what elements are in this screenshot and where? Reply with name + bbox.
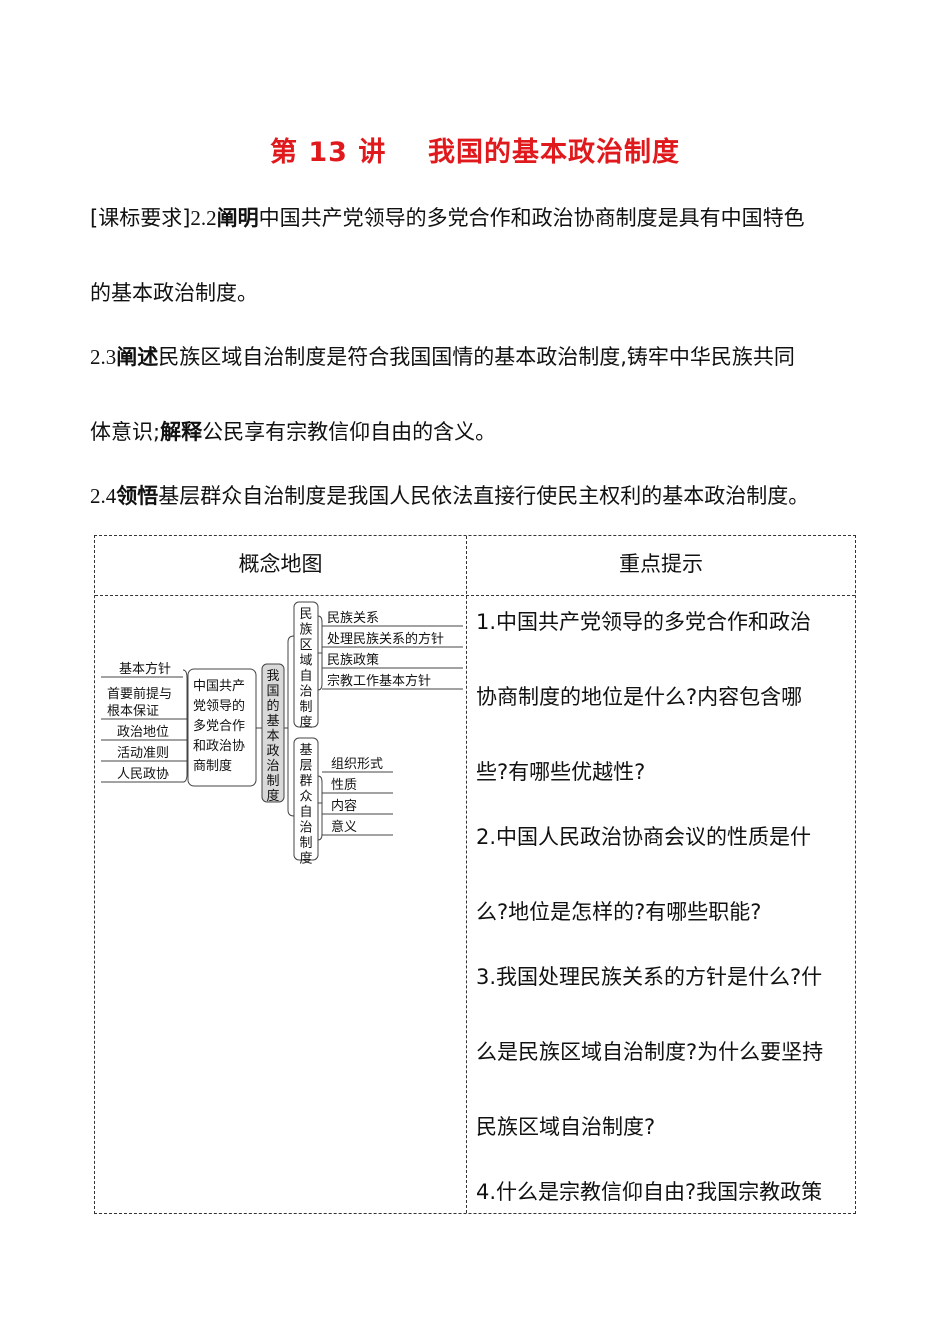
- key-point-line: 3.我国处理民族关系的方针是什么?什: [476, 965, 823, 989]
- map-vertical-glyph: 我: [266, 668, 279, 683]
- key-point-line: 2.中国人民政治协商会议的性质是什: [476, 825, 812, 849]
- map-vertical-glyph: 度: [299, 851, 312, 866]
- map-upper-item-2: 处理民族关系的方针: [327, 631, 444, 646]
- requirement-text: 体意识;: [90, 420, 161, 444]
- map-vertical-glyph: 制: [299, 699, 312, 714]
- requirement-verb: 领悟: [116, 484, 159, 508]
- map-upper-item-3: 民族政策: [327, 652, 379, 667]
- requirement-number: 2.2: [190, 206, 217, 230]
- map-left-branch-line: 多党合作: [193, 718, 245, 733]
- map-vertical-glyph: 治: [266, 758, 279, 773]
- map-vertical-glyph: 民: [299, 606, 312, 621]
- requirement-text: 民族区域自治制度是符合我国国情的基本政治制度,铸牢中华民族共同: [158, 345, 795, 369]
- requirement-label: [课标要求]: [90, 206, 191, 230]
- requirement-2-4: 2.4领悟基层群众自治制度是我国人民依法直接行使民主权利的基本政治制度。: [90, 481, 809, 511]
- key-point-line: 些?有哪些优越性?: [476, 760, 646, 784]
- map-vertical-glyph: 治: [299, 684, 312, 699]
- map-left-item-2-line2: 根本保证: [107, 703, 159, 718]
- map-vertical-glyph: 国: [266, 683, 279, 698]
- map-center: 我国的基本政治制度: [266, 668, 279, 803]
- header-divider: [95, 595, 855, 596]
- requirement-2-2: [课标要求]2.2阐明中国共产党领导的多党合作和政治协商制度是具有中国特色: [90, 203, 805, 233]
- key-point-line: 4.什么是宗教信仰自由?我国宗教政策: [476, 1180, 823, 1204]
- map-vertical-glyph: 自: [299, 804, 312, 819]
- map-vertical-glyph: 族: [299, 622, 312, 637]
- requirement-verb: 解释: [160, 420, 203, 444]
- map-upper-item-4: 宗教工作基本方针: [327, 673, 431, 688]
- requirement-number: 2.3: [90, 345, 117, 369]
- map-vertical-glyph: 政: [266, 743, 279, 758]
- key-points-header: 重点提示: [619, 552, 703, 576]
- map-lower-item-1: 组织形式: [331, 756, 383, 771]
- key-point-line: 协商制度的地位是什么?内容包含哪: [476, 685, 803, 709]
- map-vertical-glyph: 治: [299, 820, 312, 835]
- map-left-branch-line: 中国共产: [193, 678, 245, 693]
- map-vertical-glyph: 众: [299, 789, 312, 804]
- map-left-branch-line: 党领导的: [193, 698, 245, 713]
- map-lower-branch: 基层群众自治制度: [299, 742, 312, 866]
- requirement-text: 中国共产党领导的多党合作和政治协商制度是具有中国特色: [258, 206, 805, 230]
- map-left-item-2: 首要前提与 根本保证: [107, 686, 175, 718]
- map-vertical-glyph: 的: [266, 698, 279, 713]
- map-vertical-glyph: 基: [299, 742, 312, 757]
- requirement-2-3-cont: 体意识;解释公民享有宗教信仰自由的含义。: [90, 417, 496, 447]
- map-vertical-glyph: 层: [299, 758, 312, 773]
- map-vertical-glyph: 自: [299, 668, 312, 683]
- concept-map-header: 概念地图: [238, 552, 323, 576]
- map-left-item-1: 基本方针: [119, 661, 171, 676]
- key-point-line: 1.中国共产党领导的多党合作和政治: [476, 610, 812, 634]
- map-left-item-2-line1: 首要前提与: [107, 686, 172, 701]
- key-point-line: 么是民族区域自治制度?为什么要坚持: [476, 1040, 824, 1064]
- map-lower-item-4: 意义: [331, 819, 357, 834]
- map-vertical-glyph: 本: [266, 728, 279, 743]
- key-point-line: 民族区域自治制度?: [476, 1115, 656, 1139]
- map-left-branch-line: 商制度: [193, 758, 232, 773]
- requirement-text: 基层群众自治制度是我国人民依法直接行使民主权利的基本政治制度。: [158, 484, 810, 508]
- map-vertical-glyph: 度: [266, 788, 279, 803]
- map-left-branch-line: 和政治协: [193, 738, 245, 753]
- requirement-number: 2.4: [90, 484, 117, 508]
- map-vertical-glyph: 基: [266, 713, 279, 728]
- map-upper-branch: 民族区域自治制度: [299, 606, 312, 730]
- map-left-item-5: 人民政协: [117, 766, 169, 781]
- key-point-line: 么?地位是怎样的?有哪些职能?: [476, 900, 762, 924]
- overview-table: 概念地图 重点提示: [94, 535, 856, 1214]
- map-left-item-4: 活动准则: [117, 745, 169, 760]
- map-vertical-glyph: 区: [299, 637, 312, 652]
- requirement-2-2-cont: 的基本政治制度。: [90, 281, 258, 305]
- requirement-text: 公民享有宗教信仰自由的含义。: [202, 420, 497, 444]
- map-vertical-glyph: 域: [299, 653, 312, 668]
- map-vertical-glyph: 制: [299, 835, 312, 850]
- map-vertical-glyph: 制: [266, 773, 279, 788]
- requirement-verb: 阐述: [116, 345, 159, 369]
- map-upper-item-1: 民族关系: [327, 610, 379, 625]
- map-left-branch: 中国共产 党领导的 多党合作 和政治协 商制度: [193, 678, 248, 773]
- column-divider: [466, 536, 467, 1213]
- key-points: 1.中国共产党领导的多党合作和政治 协商制度的地位是什么?内容包含哪 些?有哪些…: [476, 604, 848, 1249]
- map-vertical-glyph: 群: [299, 773, 312, 788]
- requirement-2-3: 2.3阐述民族区域自治制度是符合我国国情的基本政治制度,铸牢中华民族共同: [90, 342, 795, 372]
- map-lower-item-3: 内容: [331, 798, 357, 813]
- map-lower-item-2: 性质: [331, 777, 357, 792]
- map-vertical-glyph: 度: [299, 715, 312, 730]
- concept-map: 基本方针 首要前提与 根本保证 政治地位 活动准则 人民政协 中国共产 党领导的…: [101, 601, 463, 866]
- requirement-verb: 阐明: [216, 206, 259, 230]
- page-title: 第 13 讲 我国的基本政治制度: [270, 137, 680, 168]
- map-left-item-3: 政治地位: [117, 724, 169, 739]
